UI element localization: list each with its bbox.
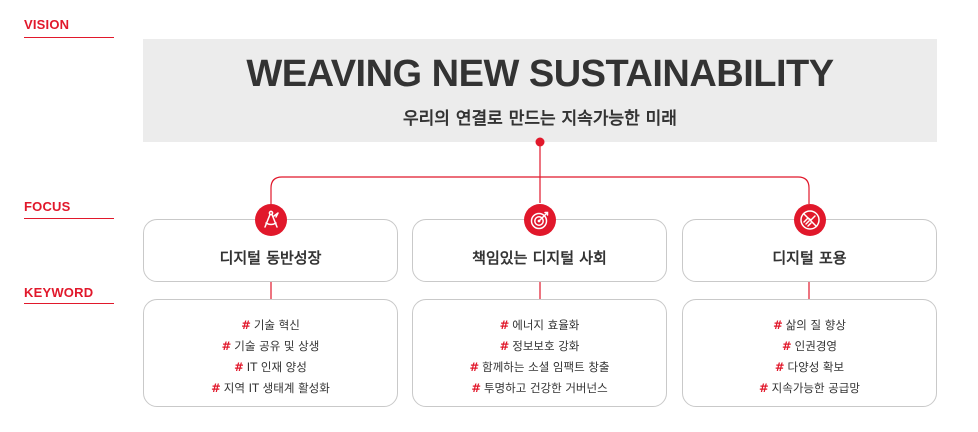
hash-marker: #: [211, 381, 221, 395]
vision-title: WEAVING NEW SUSTAINABILITY: [246, 53, 834, 95]
keyword-divider: [24, 303, 114, 304]
focus-box-society: 책임있는 디지털 사회: [412, 204, 667, 282]
keyword-list-society: #에너지 효율화 #정보보호 강화 #함께하는 소셜 임팩트 창출 #투명하고 …: [413, 315, 666, 399]
list-item: #삶의 질 향상: [683, 315, 936, 336]
keyword-text: 에너지 효율화: [512, 318, 580, 332]
hash-marker: #: [241, 318, 251, 332]
focus-box-growth: 디지털 동반성장: [143, 204, 398, 282]
hash-marker: #: [471, 381, 481, 395]
focus-title-inclusion: 디지털 포용: [772, 249, 847, 267]
hash-marker: #: [782, 339, 792, 353]
focus-divider: [24, 218, 114, 219]
keyword-text: IT 인재 양성: [246, 360, 307, 374]
list-item: #에너지 효율화: [413, 315, 666, 336]
list-item: #기술 혁신: [144, 315, 397, 336]
vision-divider: [24, 37, 114, 38]
focus-label: FOCUS: [24, 199, 71, 214]
hash-marker: #: [773, 318, 783, 332]
list-item: #인권경영: [683, 336, 936, 357]
list-item: #정보보호 강화: [413, 336, 666, 357]
keyword-text: 삶의 질 향상: [785, 318, 846, 332]
hash-marker: #: [469, 360, 480, 374]
keyword-label: KEYWORD: [24, 285, 94, 300]
keyword-text: 지역 IT 생태계 활성화: [223, 381, 330, 395]
hash-marker: #: [499, 339, 510, 353]
list-item: #다양성 확보: [683, 357, 936, 378]
keyword-text: 기술 공유 및 상생: [234, 339, 320, 353]
branch-connector: [270, 176, 810, 204]
keyword-text: 인권경영: [794, 339, 837, 353]
hash-marker: #: [221, 339, 232, 353]
handshake-icon: [793, 204, 826, 236]
focus-box-inclusion: 디지털 포용: [682, 204, 937, 282]
keyword-list-growth: #기술 혁신 #기술 공유 및 상생 #IT 인재 양성 #지역 IT 생태계 …: [144, 315, 397, 399]
keyword-box-inclusion: #삶의 질 향상 #인권경영 #다양성 확보 #지속가능한 공급망: [682, 299, 937, 407]
list-item: #IT 인재 양성: [144, 357, 397, 378]
target-icon: [523, 204, 556, 236]
vision-subtitle: 우리의 연결로 만드는 지속가능한 미래: [403, 109, 677, 129]
hash-marker: #: [234, 360, 244, 374]
keyword-text: 투명하고 건강한 거버넌스: [483, 381, 608, 395]
list-item: #지역 IT 생태계 활성화: [144, 378, 397, 399]
hash-marker: #: [774, 360, 785, 374]
focus-title-society: 책임있는 디지털 사회: [472, 249, 607, 267]
hash-marker: #: [759, 381, 769, 395]
hash-marker: #: [499, 318, 510, 332]
list-item: #지속가능한 공급망: [683, 378, 936, 399]
keyword-box-growth: #기술 혁신 #기술 공유 및 상생 #IT 인재 양성 #지역 IT 생태계 …: [143, 299, 398, 407]
focus-title-growth: 디지털 동반성장: [219, 249, 322, 267]
keyword-text: 정보보호 강화: [512, 339, 580, 353]
keyword-text: 다양성 확보: [787, 360, 845, 374]
vision-banner: WEAVING NEW SUSTAINABILITY 우리의 연결로 만드는 지…: [143, 39, 937, 142]
keyword-text: 함께하는 소셜 임팩트 창출: [482, 360, 610, 374]
keyword-text: 기술 혁신: [253, 318, 300, 332]
list-item: #투명하고 건강한 거버넌스: [413, 378, 666, 399]
list-item: #기술 공유 및 상생: [144, 336, 397, 357]
list-item: #함께하는 소셜 임팩트 창출: [413, 357, 666, 378]
vision-label: VISION: [24, 17, 70, 32]
keyword-text: 지속가능한 공급망: [771, 381, 860, 395]
keyword-list-inclusion: #삶의 질 향상 #인권경영 #다양성 확보 #지속가능한 공급망: [683, 315, 936, 399]
growth-compass-icon: [254, 204, 287, 236]
keyword-box-society: #에너지 효율화 #정보보호 강화 #함께하는 소셜 임팩트 창출 #투명하고 …: [412, 299, 667, 407]
